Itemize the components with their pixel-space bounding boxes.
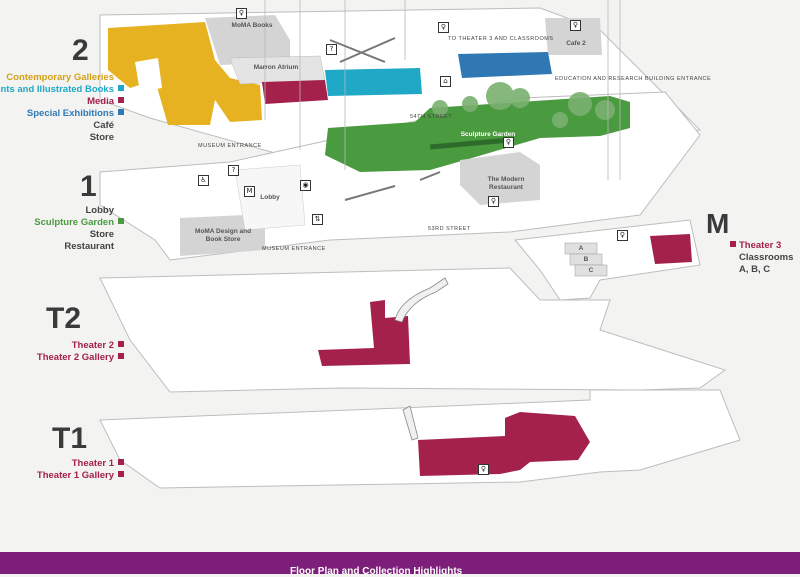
- museum-entrance-top-label: MUSEUM ENTRANCE: [198, 143, 262, 149]
- restroom-icon: ♀: [503, 137, 514, 148]
- legend-item: Theater 2 Gallery: [37, 352, 124, 364]
- floor-t2-legend: Theater 2 Theater 2 Gallery: [37, 340, 124, 364]
- museum-entrance-bottom-label: MUSEUM ENTRANCE: [262, 246, 326, 252]
- lobby-label: Lobby: [260, 194, 280, 201]
- legend-item: Special Exhibitions: [0, 108, 124, 120]
- elevator-icon: ⇅: [312, 214, 323, 225]
- accessibility-icon: ♿: [198, 175, 209, 186]
- lobby-room: [234, 164, 306, 231]
- legend-item: Lobby: [85, 205, 115, 216]
- floor-1-legend: Lobby Sculpture Garden Store Restaurant: [34, 205, 124, 253]
- legend-item: Store: [89, 132, 114, 143]
- audio-guide-icon: ◉: [300, 180, 311, 191]
- moma-books-label: MoMA Books: [231, 22, 273, 29]
- garden-trees: [432, 82, 615, 128]
- special-exhibitions-room[interactable]: [458, 52, 552, 78]
- legend-item: Media: [0, 96, 124, 108]
- restroom-icon: ♀: [438, 22, 449, 33]
- restroom-icon: ♀: [478, 464, 489, 475]
- yellow-cutout: [135, 58, 162, 92]
- legend-item: Store: [89, 229, 114, 240]
- design-store-room[interactable]: [180, 214, 265, 256]
- modern-restaurant-label: The Modern Restaurant: [487, 176, 525, 191]
- floor-t1-slab: [99, 389, 741, 489]
- restroom-icon: ♀: [488, 196, 499, 207]
- legend-item: Theater 2: [37, 340, 124, 352]
- classroom-c[interactable]: [574, 264, 608, 277]
- t2-ramp: [394, 277, 449, 323]
- classroom-b-label: B: [583, 256, 589, 263]
- sculpture-garden-label: Sculpture Garden: [460, 131, 516, 138]
- legend-item: Café: [93, 120, 114, 131]
- t1-ramp: [402, 405, 419, 441]
- footer-bar: Floor Plan and Collection Highlights: [0, 552, 800, 577]
- education-entrance-label: EDUCATION AND RESEARCH BUILDING ENTRANCE: [555, 76, 712, 82]
- classroom-a-label: A: [578, 245, 584, 252]
- 54th-street-label: 54TH STREET: [410, 114, 453, 120]
- legend-item: Theater 1: [37, 458, 124, 470]
- 53rd-street-label: 53RD STREET: [428, 226, 471, 232]
- to-theater-label: TO THEATER 3 AND CLASSROOMS: [448, 36, 554, 42]
- floor-1-label: 1: [80, 170, 97, 203]
- legend-item: ints and Illustrated Books: [0, 84, 124, 96]
- theater-3-room[interactable]: [650, 234, 692, 264]
- floor-t2-slab: [99, 267, 727, 393]
- legend-item: Classrooms: [739, 252, 794, 263]
- restroom-icon: ♀: [570, 20, 581, 31]
- info-icon: ?: [326, 44, 337, 55]
- legend-item: Theater 1 Gallery: [37, 470, 124, 482]
- legend-item: A, B, C: [739, 264, 771, 275]
- theater-1-room[interactable]: [418, 412, 590, 476]
- footer-title: Floor Plan and Collection Highlights: [290, 566, 463, 577]
- floor-t2-label: T2: [46, 302, 82, 335]
- info-icon: ?: [228, 165, 239, 176]
- escalators: [329, 37, 441, 201]
- floor-2-label: 2: [72, 34, 89, 67]
- marron-atrium-label: Marron Atrium: [253, 64, 299, 71]
- restroom-icon: ♀: [236, 8, 247, 19]
- floor-t1-legend: Theater 1 Theater 1 Gallery: [37, 458, 124, 482]
- restroom-icon: ♀: [617, 230, 628, 241]
- media-room[interactable]: [262, 80, 328, 104]
- legend-item: Sculpture Garden: [34, 217, 124, 229]
- floor-t1-label: T1: [52, 422, 88, 455]
- design-store-label: MoMA Design and Book Store: [194, 228, 252, 243]
- legend-item: Restaurant: [64, 241, 114, 252]
- legend-item: Contemporary Galleries: [0, 72, 124, 84]
- cafe-2-room[interactable]: [545, 18, 602, 55]
- moma-books-room[interactable]: [205, 15, 290, 65]
- floor-2-legend: Contemporary Galleries ints and Illustra…: [0, 72, 124, 144]
- theater-2-room[interactable]: [318, 300, 410, 366]
- coat-check-icon: ⌂: [440, 76, 451, 87]
- floor-m-legend: Theater 3 Classrooms A, B, C: [730, 240, 793, 276]
- cafe-2-label: Cafe 2: [566, 40, 586, 47]
- prints-illustrated-books-room[interactable]: [325, 68, 422, 96]
- legend-item: Theater 3: [730, 240, 793, 252]
- floor-m-label: M: [706, 208, 730, 239]
- garden-pool: [429, 137, 511, 150]
- museum-store-icon: M: [244, 186, 255, 197]
- classroom-c-label: C: [588, 267, 594, 274]
- modern-restaurant-room[interactable]: [460, 152, 540, 205]
- contemporary-galleries-area[interactable]: [108, 22, 262, 125]
- elevator-shafts: [264, 0, 621, 180]
- sculpture-garden-area[interactable]: [325, 96, 630, 172]
